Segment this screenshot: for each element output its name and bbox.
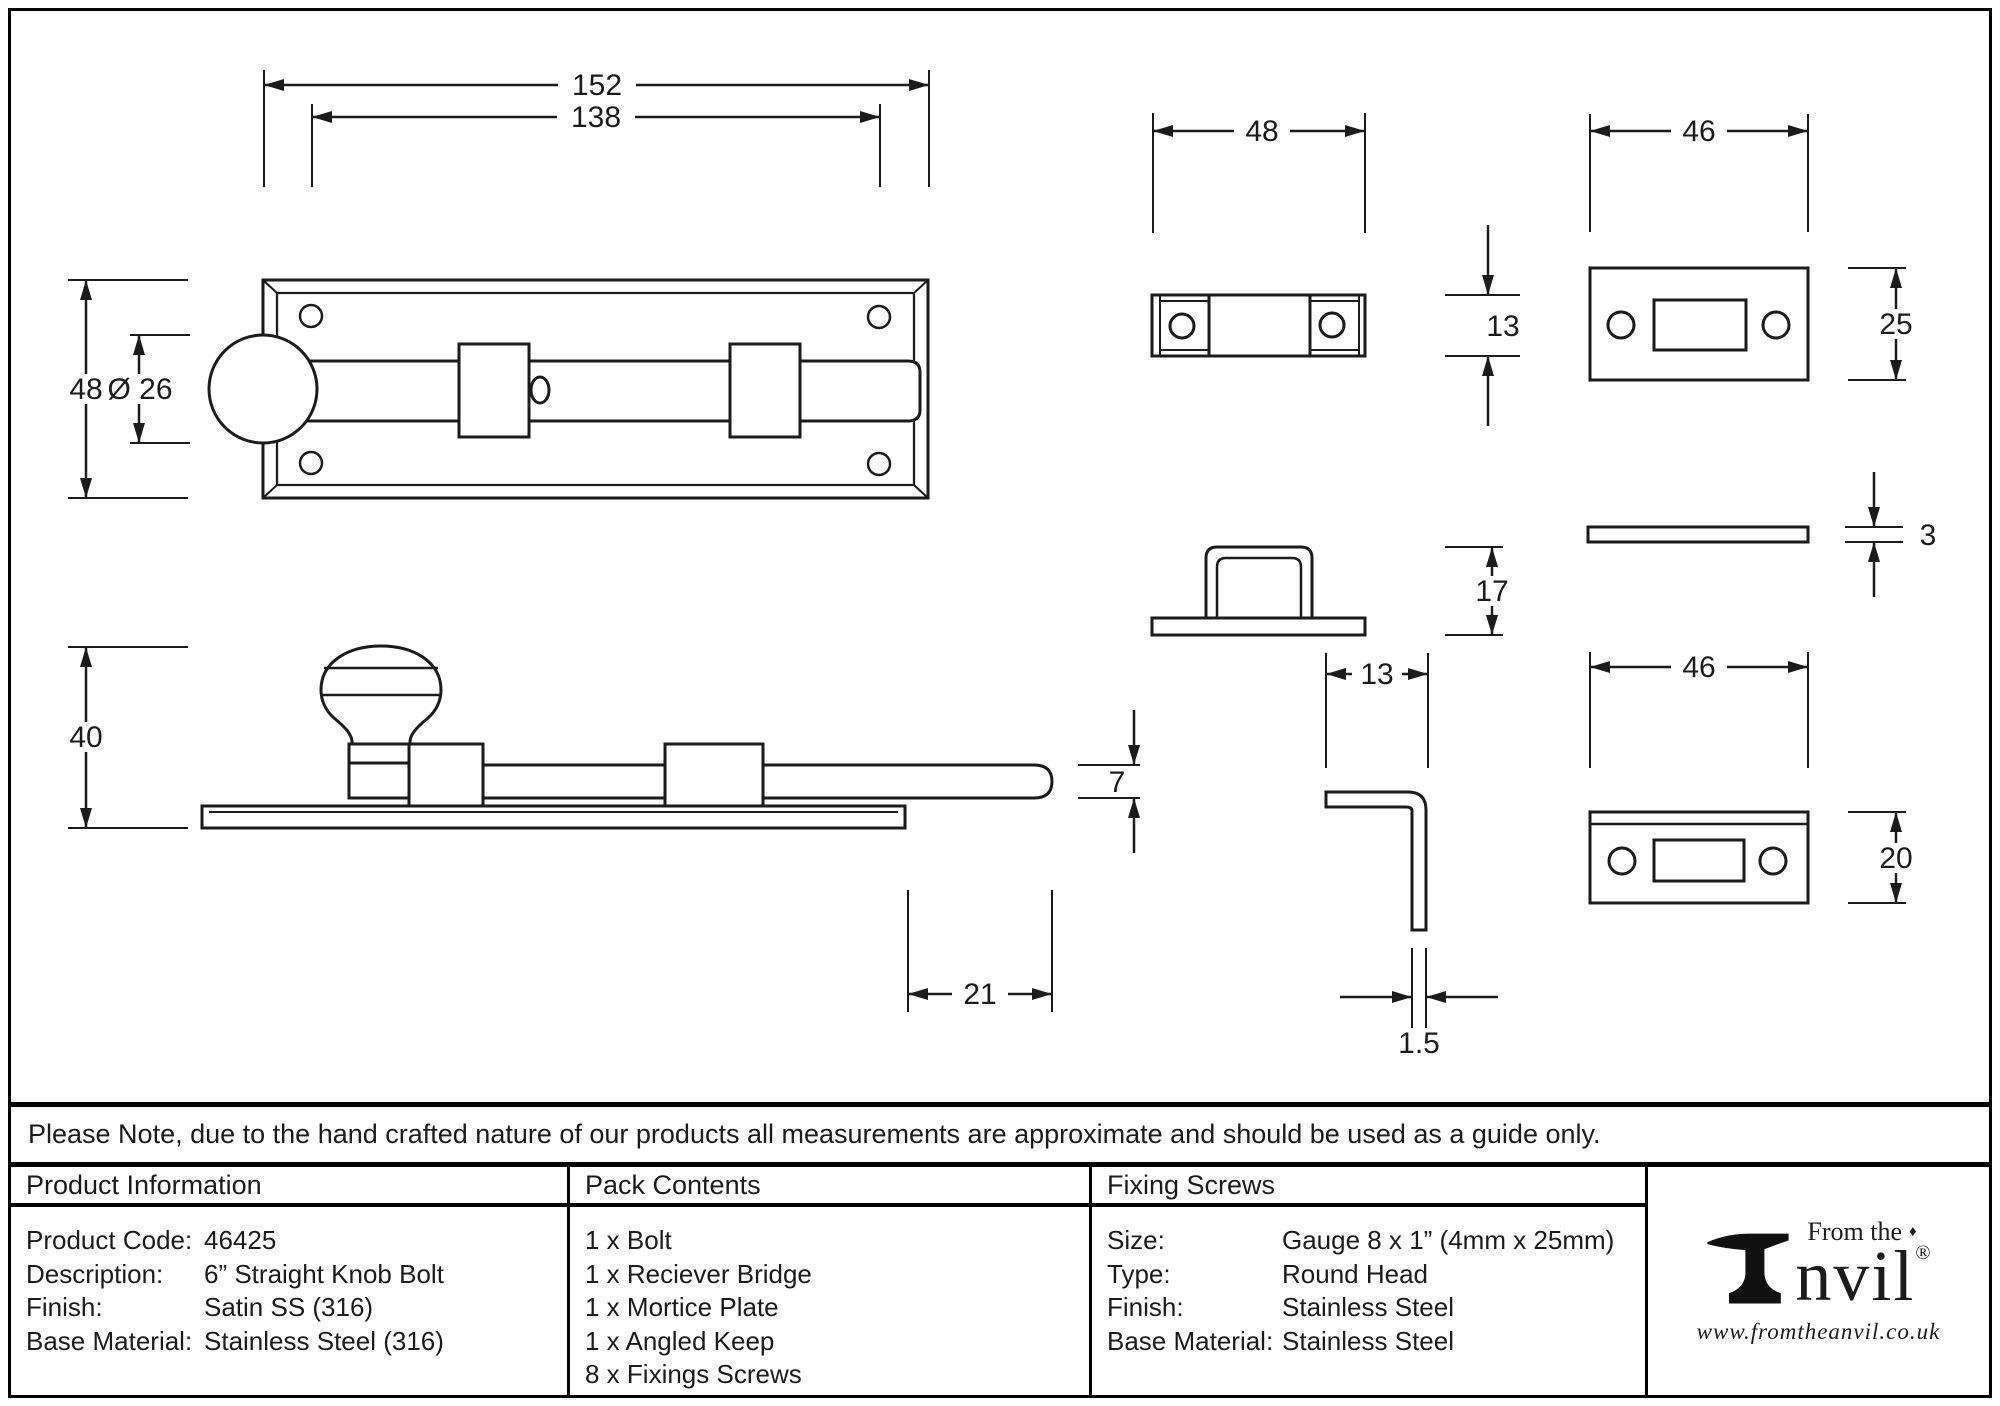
list-item: 1 x Bolt bbox=[585, 1225, 672, 1256]
row-value: 46425 bbox=[204, 1225, 277, 1256]
row-label: Finish: bbox=[1107, 1292, 1184, 1323]
dim-25: 25 bbox=[1848, 267, 1920, 381]
list-item: 1 x Mortice Plate bbox=[585, 1292, 779, 1323]
dim-138: 138 bbox=[311, 101, 881, 187]
dim-3: 3 bbox=[1845, 472, 1936, 597]
dim-label: 46 bbox=[1682, 115, 1715, 148]
row-label: Base Material: bbox=[1107, 1325, 1274, 1356]
dim-46-mortice: 46 bbox=[1589, 114, 1809, 232]
dim-label: 13 bbox=[1360, 658, 1393, 691]
dim-48-bridge: 48 bbox=[1152, 113, 1366, 233]
receiver-bridge-front-view: 17 bbox=[1150, 545, 1515, 637]
row-label: Product Code: bbox=[26, 1225, 193, 1256]
logo-anvil-text: nvil bbox=[1795, 1236, 1916, 1317]
table-row: Finish: Satin SS (316) bbox=[26, 1291, 567, 1325]
dim-label: 48 bbox=[1245, 115, 1278, 148]
bolt-front-view: 152 138 bbox=[62, 69, 930, 500]
product-information-column: Product Information Product Code: 46425 … bbox=[11, 1167, 570, 1395]
registered-mark: ® bbox=[1915, 1242, 1933, 1265]
dim-label: 3 bbox=[1920, 519, 1937, 552]
note-text: Please Note, due to the hand crafted nat… bbox=[28, 1119, 1601, 1149]
table-row: Description: 6” Straight Knob Bolt bbox=[26, 1258, 567, 1292]
dim-13-bridge: 13 bbox=[1445, 225, 1520, 426]
dim-knob-diameter: Ø 26 bbox=[104, 334, 190, 444]
receiver-bridge-top-view: 48 13 bbox=[1150, 113, 1520, 426]
logo-url: www.fromtheanvil.co.uk bbox=[1696, 1318, 1941, 1344]
row-label: Finish: bbox=[26, 1292, 103, 1323]
row-label: Description: bbox=[26, 1258, 164, 1289]
table-row: Finish: Stainless Steel bbox=[1107, 1291, 1645, 1325]
pack-contents-header: Pack Contents bbox=[570, 1167, 1089, 1207]
bolt-guide-side bbox=[663, 742, 765, 808]
list-item: 1 x Angled Keep bbox=[585, 1325, 775, 1356]
dim-label: 40 bbox=[69, 721, 102, 754]
row-label: Type: bbox=[1107, 1258, 1171, 1289]
row-label: Size: bbox=[1107, 1225, 1165, 1256]
dim-40: 40 bbox=[62, 646, 188, 829]
brand-column: From the ♦ nvil ® www.fromtheanvil.co.uk bbox=[1648, 1167, 1989, 1395]
technical-drawing: 152 138 bbox=[62, 69, 1937, 1060]
dim-label: Ø 26 bbox=[107, 373, 172, 406]
dim-48-height: 48 bbox=[62, 279, 188, 499]
row-value: 6” Straight Knob Bolt bbox=[204, 1258, 444, 1289]
dim-label: 48 bbox=[69, 373, 102, 406]
row-value: Satin SS (316) bbox=[204, 1292, 374, 1323]
dim-13-keep: 13 bbox=[1325, 653, 1429, 768]
fixing-screws-column: Fixing Screws Size: Gauge 8 x 1” (4mm x … bbox=[1092, 1167, 1648, 1395]
dim-7: 7 bbox=[1078, 710, 1140, 853]
bolt-pin bbox=[529, 375, 551, 405]
dim-label: 25 bbox=[1879, 308, 1912, 341]
row-value: Stainless Steel bbox=[1282, 1325, 1454, 1356]
table-row: Product Code: 46425 bbox=[26, 1224, 567, 1258]
pack-contents-column: Pack Contents 1 x Bolt 1 x Reciever Brid… bbox=[570, 1167, 1092, 1395]
table-row: Type: Round Head bbox=[1107, 1258, 1645, 1292]
dim-17: 17 bbox=[1445, 546, 1515, 636]
dim-20: 20 bbox=[1848, 811, 1920, 904]
mortice-plate-face-view: 46 25 3 bbox=[1586, 114, 1936, 597]
dim-label: 13 bbox=[1486, 310, 1519, 343]
dim-label: 152 bbox=[572, 69, 622, 102]
list-item: 1 x Reciever Bridge bbox=[585, 1258, 812, 1289]
logo-from-the-text: From the bbox=[1807, 1217, 1902, 1247]
list-item: 8 x Fixings Screws bbox=[585, 1359, 802, 1390]
dim-label: 138 bbox=[571, 101, 621, 134]
angled-keep-view: 13 1.5 bbox=[1324, 653, 1498, 1060]
dim-label: 17 bbox=[1475, 575, 1508, 608]
row-value: Stainless Steel (316) bbox=[204, 1325, 444, 1356]
bolt-shaft bbox=[298, 359, 922, 423]
table-row: Base Material: Stainless Steel bbox=[1107, 1325, 1645, 1359]
keep-plate-view: 46 20 bbox=[1588, 651, 1920, 905]
row-value: Stainless Steel bbox=[1282, 1292, 1454, 1323]
dim-label: 46 bbox=[1682, 651, 1715, 684]
fixing-screws-header: Fixing Screws bbox=[1092, 1167, 1645, 1207]
dim-46-keep-plate: 46 bbox=[1589, 651, 1809, 768]
row-value: Round Head bbox=[1282, 1258, 1428, 1289]
bolt-guide bbox=[728, 342, 802, 439]
dim-label: 20 bbox=[1879, 842, 1912, 875]
from-the-anvil-logo: From the ♦ nvil ® www.fromtheanvil.co.uk bbox=[1697, 1217, 1941, 1344]
dim-label: 1.5 bbox=[1398, 1027, 1440, 1060]
diamond-icon: ♦ bbox=[1908, 1223, 1917, 1240]
row-label: Base Material: bbox=[26, 1325, 193, 1356]
product-information-header: Product Information bbox=[11, 1167, 567, 1207]
dim-label: 21 bbox=[963, 978, 996, 1011]
anvil-icon bbox=[1707, 1233, 1789, 1304]
dim-label: 7 bbox=[1109, 766, 1126, 799]
table-row: Base Material: Stainless Steel (316) bbox=[26, 1325, 567, 1359]
table-row: Size: Gauge 8 x 1” (4mm x 25mm) bbox=[1107, 1224, 1645, 1258]
bolt-side-view: 40 7 21 bbox=[62, 644, 1140, 1012]
row-value: Gauge 8 x 1” (4mm x 25mm) bbox=[1282, 1225, 1615, 1256]
dim-21: 21 bbox=[907, 890, 1053, 1012]
note-row: Please Note, due to the hand crafted nat… bbox=[11, 1107, 1989, 1167]
info-table: Please Note, due to the hand crafted nat… bbox=[11, 1102, 1989, 1395]
bolt-guide-side bbox=[407, 742, 485, 808]
bolt-guide bbox=[457, 342, 531, 439]
backplate-side bbox=[200, 804, 907, 830]
knob bbox=[207, 333, 319, 445]
mortice-plate-side-view bbox=[1586, 525, 1810, 544]
dim-1-5: 1.5 bbox=[1340, 948, 1498, 1060]
dim-152: 152 bbox=[263, 69, 930, 187]
